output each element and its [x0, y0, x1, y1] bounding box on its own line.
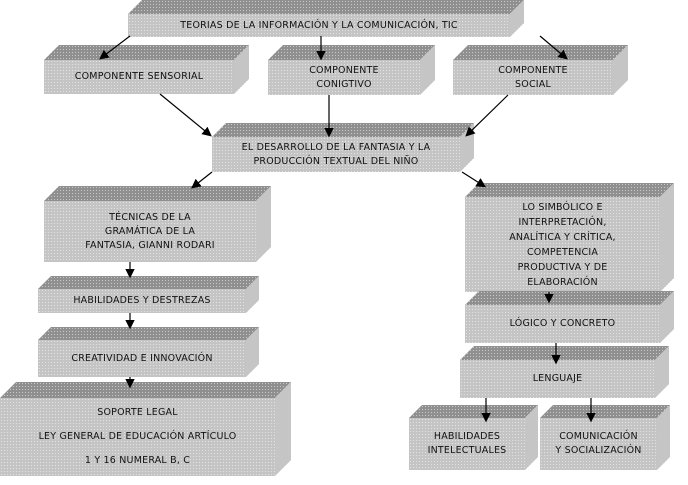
label-line: GRAMÁTICA DE LA	[104, 225, 196, 237]
box-label: TEORIAS DE LA INFORMACIÓN Y LA COMUNICAC…	[128, 14, 510, 37]
label-line: ELABORACIÓN	[527, 276, 598, 288]
label-line: TEORIAS DE LA INFORMACIÓN Y LA COMUNICAC…	[180, 19, 458, 31]
node-tic: TEORIAS DE LA INFORMACIÓN Y LA COMUNICAC…	[128, 0, 524, 37]
label-line: FANTASIA, GIANNI RODARI	[85, 239, 215, 251]
arrow-social-fantasia	[465, 94, 509, 137]
label-line: CREATIVIDAD E INNOVACIÓN	[71, 352, 213, 364]
box-top-face	[453, 45, 628, 60]
box-top-face	[128, 0, 524, 14]
box-side-face	[660, 291, 674, 343]
box-label: SOPORTE LEGAL LEY GENERAL DE EDUCACIÓN AR…	[0, 398, 275, 476]
box-top-face	[465, 291, 674, 305]
box-label: HABILIDADES INTELECTUALES	[409, 418, 525, 470]
box-top-face	[44, 186, 271, 201]
box-label: LENGUAJE	[460, 360, 655, 398]
label-line: SOPORTE LEGAL	[97, 407, 178, 418]
box-top-face	[0, 382, 291, 398]
label-line: PRODUCCIÓN TEXTUAL DEL NIÑO	[253, 155, 419, 167]
box-top-face	[409, 405, 538, 418]
box-side-face	[613, 45, 628, 95]
node-social: COMPONENTE SOCIAL	[453, 45, 628, 95]
box-side-face	[660, 183, 674, 292]
label-line: 1 Y 16 NUMERAL B, C	[84, 455, 191, 466]
label-line: EL DESARROLLO DE LA FANTASIA Y LA	[241, 141, 431, 153]
label-line: COMUNICACIÓN	[559, 431, 638, 442]
label-line: CONIGTIVO	[316, 78, 372, 90]
node-cognitivo: COMPONENTE CONIGTIVO	[268, 45, 435, 95]
box-top-face	[212, 123, 474, 137]
box-top-face	[38, 276, 259, 289]
box-top-face	[540, 405, 670, 418]
label-line: TÉCNICAS DE LA	[109, 211, 191, 223]
label-line: LO SIMBÓLICO E	[522, 201, 603, 213]
node-creatividad: CREATIVIDAD E INNOVACIÓN	[38, 327, 259, 377]
label-line: Y SOCIALIZACIÓN	[555, 445, 642, 456]
label-line: COMPONENTE	[309, 64, 379, 76]
label-line: COMPETENCIA	[526, 246, 599, 258]
node-tecnicas: TÉCNICAS DE LA GRAMÁTICA DE LA FANTASIA, G…	[44, 186, 271, 262]
box-side-face	[525, 405, 538, 470]
label-line: LENGUAJE	[532, 373, 583, 384]
box-top-face	[465, 183, 674, 197]
box-top-face	[460, 346, 669, 360]
arrow-fantasia-tecnicas	[191, 171, 213, 189]
box-label: COMUNICACIÓN Y SOCIALIZACIÓN	[540, 418, 657, 470]
label-line: HABILIDADES Y DESTREZAS	[73, 295, 211, 306]
box-side-face	[246, 327, 259, 377]
box-side-face	[256, 186, 271, 262]
label-line: COMPONENTE SENSORIAL	[74, 71, 204, 82]
label-line: COMPONENTE	[498, 64, 568, 76]
box-label: CREATIVIDAD E INNOVACIÓN	[38, 340, 246, 377]
box-side-face	[657, 405, 670, 470]
node-soporte: SOPORTE LEGAL LEY GENERAL DE EDUCACIÓN AR…	[0, 382, 291, 476]
arrow-tic-social	[539, 35, 568, 60]
node-logico: LÓGICO Y CONCRETO	[465, 291, 674, 343]
node-comunicacion: COMUNICACIÓN Y SOCIALIZACIÓN	[540, 405, 670, 470]
node-habilidades-destrezas: HABILIDADES Y DESTREZAS	[38, 276, 259, 313]
box-side-face	[275, 382, 291, 476]
label-line: LÓGICO Y CONCRETO	[509, 318, 616, 329]
label-line: PRODUCTIVA Y DE	[517, 261, 608, 273]
box-label: COMPONENTE SOCIAL	[453, 60, 613, 95]
arrow-tic-sensorial	[99, 35, 131, 60]
label-line: LEY GENERAL DE EDUCACIÓN ARTÍCULO	[38, 431, 237, 442]
label-line: ANALÍTICA Y CRÍTICA,	[509, 231, 616, 243]
node-simbolico: LO SIMBÓLICO E INTERPRETACIÓN, ANALÍTICA Y…	[465, 183, 674, 292]
label-line: SOCIAL	[515, 78, 551, 90]
label-line: HABILIDADES	[433, 431, 501, 442]
box-label: COMPONENTE CONIGTIVO	[268, 60, 420, 95]
arrow-sensorial-fantasia	[159, 93, 212, 137]
node-intelectuales: HABILIDADES INTELECTUALES	[409, 405, 538, 470]
box-label: LO SIMBÓLICO E INTERPRETACIÓN, ANALÍTICA Y…	[465, 197, 660, 292]
box-side-face	[420, 45, 435, 95]
node-sensorial: COMPONENTE SENSORIAL	[44, 45, 249, 94]
label-line: INTERPRETACIÓN,	[518, 216, 607, 228]
box-label: LÓGICO Y CONCRETO	[465, 305, 660, 343]
box-label: COMPONENTE SENSORIAL	[44, 60, 234, 94]
box-label: TÉCNICAS DE LA GRAMÁTICA DE LA FANTASIA, G…	[44, 201, 256, 262]
node-fantasia: EL DESARROLLO DE LA FANTASIA Y LA PRODUCC…	[212, 123, 474, 172]
box-top-face	[44, 45, 249, 60]
box-top-face	[38, 327, 259, 340]
box-side-face	[234, 45, 249, 94]
box-side-face	[655, 346, 669, 398]
box-top-face	[268, 45, 435, 60]
label-line: INTELECTUALES	[427, 445, 507, 456]
node-lenguaje: LENGUAJE	[460, 346, 669, 398]
box-label: EL DESARROLLO DE LA FANTASIA Y LA PRODUCC…	[212, 137, 460, 172]
box-label: HABILIDADES Y DESTREZAS	[38, 289, 246, 313]
arrow-fantasia-simbolico	[461, 171, 487, 188]
